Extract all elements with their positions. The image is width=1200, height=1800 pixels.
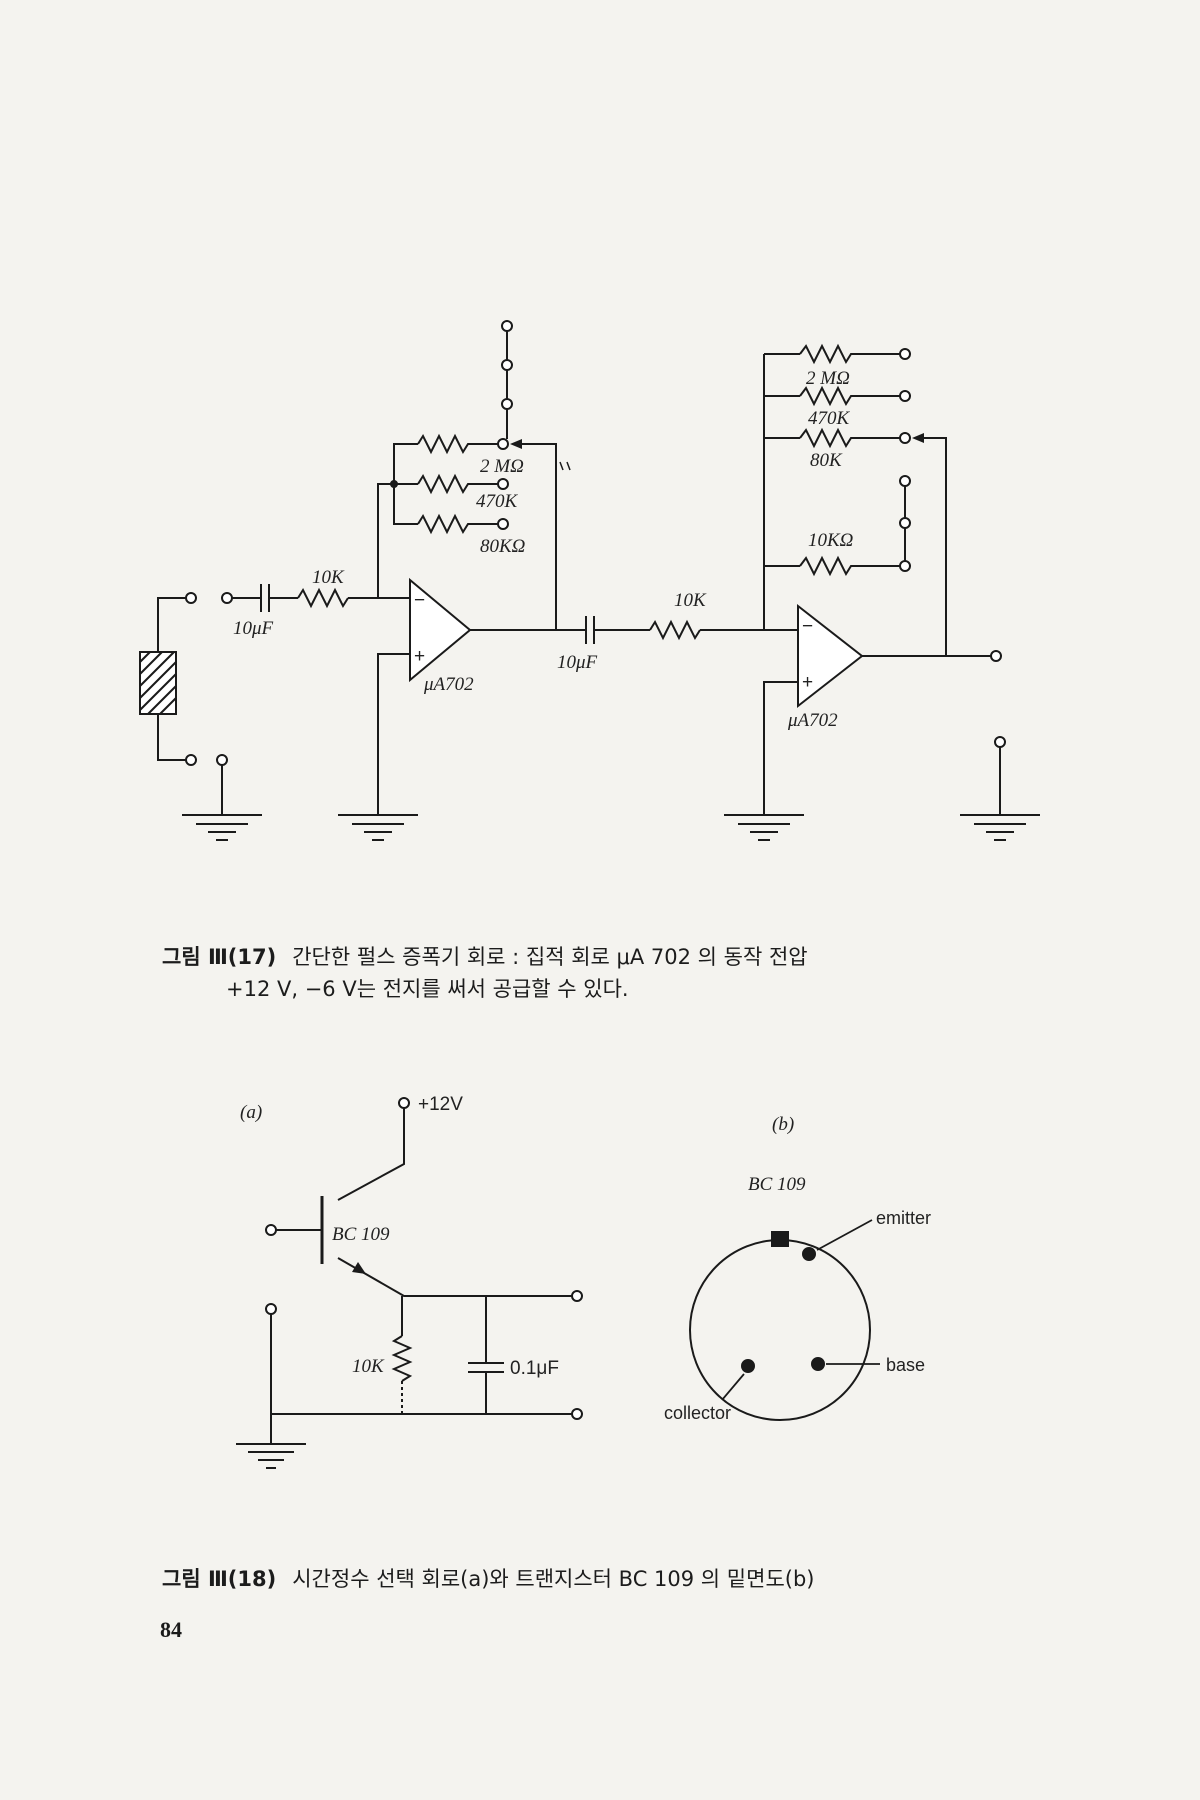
figure-18-caption: 그림 Ⅲ(18) 시간정수 선택 회로(a)와 트랜지스터 BC 109 의 밑면… — [162, 1564, 814, 1595]
output-terminal — [990, 650, 1002, 662]
opamp-1 — [409, 577, 472, 683]
collector-pin — [741, 1359, 755, 1373]
opamp1-minus: − — [414, 590, 425, 611]
feedback2-resistor-10k — [799, 555, 900, 577]
label-emitter: emitter — [876, 1208, 931, 1228]
opamp2-minus: − — [802, 616, 813, 637]
feedback-resistor-2m — [417, 433, 498, 455]
input-resistor — [297, 587, 349, 609]
feedback2-resistor-2m — [799, 343, 900, 365]
label-fb2-2m: 2 MΩ — [806, 368, 850, 389]
label-stage2-resistor: 10K — [674, 590, 707, 611]
figure-18b-pinout — [689, 1219, 880, 1421]
ground-symbol — [724, 814, 804, 841]
label-fb1-2m: 2 MΩ — [480, 456, 524, 477]
label-opamp1: μA702 — [423, 674, 474, 695]
emitter-pin — [802, 1247, 816, 1261]
figure-18-caption-text: 시간정수 선택 회로(a)와 트랜지스터 BC 109 의 밑면도(b) — [292, 1567, 815, 1591]
base-pin — [811, 1357, 825, 1371]
label-panel-a: (a) — [240, 1102, 262, 1123]
label-panel-b: (b) — [772, 1114, 794, 1135]
ground-terminal-output — [994, 736, 1006, 748]
ground-symbol — [338, 814, 418, 841]
label-fb2-10k: 10KΩ — [808, 530, 854, 551]
ground-terminal-input — [216, 754, 228, 766]
label-fb1-80k: 80KΩ — [480, 536, 526, 557]
page-number: 84 — [160, 1617, 182, 1642]
feedback-resistor-470k — [417, 473, 498, 495]
figure-17-caption-line1: 간단한 펄스 증폭기 회로 : 집적 회로 μA 702 의 동작 전압 — [292, 945, 808, 969]
feedback2-resistor-80k — [799, 427, 900, 449]
label-opamp2: μA702 — [787, 710, 838, 731]
label-input-resistor: 10K — [312, 567, 345, 588]
opamp2-plus: + — [802, 672, 813, 693]
label-supply: +12V — [418, 1094, 463, 1115]
ground-symbol — [182, 814, 262, 841]
selector-switch-1 — [501, 320, 513, 439]
stage2-resistor — [649, 619, 701, 641]
label-capacitor-0.1uf: 0.1μF — [510, 1358, 559, 1379]
figure-18-number: 그림 Ⅲ(18) — [162, 1567, 277, 1591]
label-fb1-470k: 470K — [476, 491, 519, 512]
ground-symbol — [960, 814, 1040, 841]
label-coupling-capacitor: 10μF — [557, 652, 598, 673]
label-transistor-b: BC 109 — [748, 1174, 806, 1195]
feedback2-resistor-470k — [799, 385, 900, 407]
timing-resistor — [391, 1335, 413, 1382]
label-resistor-10k: 10K — [352, 1356, 385, 1377]
label-input-capacitor: 10μF — [233, 618, 274, 639]
label-fb2-470k: 470K — [808, 408, 851, 429]
label-transistor-a: BC 109 — [332, 1224, 390, 1245]
figure-17-caption-line2: +12 V, −6 V는 전지를 써서 공급할 수 있다. — [226, 977, 629, 1001]
feedback-resistor-80k — [417, 513, 498, 535]
figure-17-caption-continued: +12 V, −6 V는 전지를 써서 공급할 수 있다. — [226, 974, 629, 1005]
coupling-capacitor — [585, 616, 595, 644]
label-fb2-80k: 80K — [810, 450, 843, 471]
opamp1-plus: + — [414, 646, 425, 667]
pulse-source — [139, 592, 197, 766]
figure-17-caption: 그림 Ⅲ(17) 간단한 펄스 증폭기 회로 : 집적 회로 μA 702 의 동… — [162, 942, 808, 973]
figure-18a-circuit — [236, 1097, 583, 1469]
label-base: base — [886, 1355, 925, 1375]
selector-switch-2 — [899, 475, 911, 561]
input-terminal — [221, 592, 233, 604]
opamp-2 — [797, 603, 864, 709]
input-capacitor — [260, 584, 270, 612]
figure-17-number: 그림 Ⅲ(17) — [162, 945, 277, 969]
label-collector: collector — [664, 1403, 731, 1423]
